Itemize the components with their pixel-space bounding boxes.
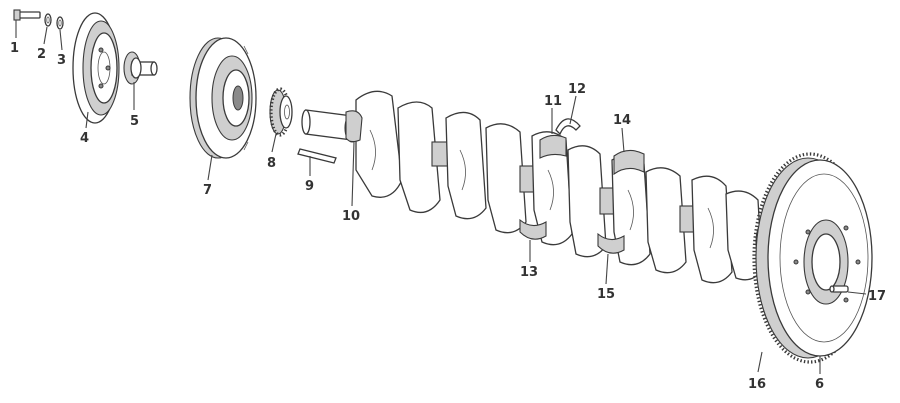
label-12: 12 <box>568 82 586 97</box>
label-6: 6 <box>815 377 824 392</box>
label-9: 9 <box>305 179 314 194</box>
label-1: 1 <box>10 41 19 56</box>
label-16: 16 <box>748 377 766 392</box>
lock-washer <box>56 16 64 30</box>
flywheel <box>752 152 873 364</box>
label-11: 11 <box>544 94 562 109</box>
label-10: 10 <box>342 209 360 224</box>
timing-gear <box>269 87 293 137</box>
leader-lines <box>15 20 867 374</box>
label-2: 2 <box>37 47 46 62</box>
pulley <box>72 12 120 124</box>
front-bearing-shell <box>345 110 363 143</box>
bolt <box>13 9 41 21</box>
dowel-pin <box>829 285 849 293</box>
label-14: 14 <box>613 113 631 128</box>
label-3: 3 <box>57 53 66 68</box>
callout-labels: 1 2 3 4 5 7 8 9 10 11 12 13 14 15 17 16 … <box>10 41 886 392</box>
upper-bearing-shell <box>539 134 567 159</box>
label-5: 5 <box>130 114 139 129</box>
pulley-hub <box>123 51 158 85</box>
thrust-washer <box>555 118 581 136</box>
label-7: 7 <box>203 183 212 198</box>
lower-main-bearing <box>597 232 625 254</box>
crankshaft <box>301 90 781 284</box>
lower-bearing-shell <box>519 218 547 240</box>
label-17: 17 <box>868 289 886 304</box>
washer <box>44 13 52 27</box>
label-13: 13 <box>520 265 538 280</box>
label-4: 4 <box>80 131 89 146</box>
label-8: 8 <box>267 156 276 171</box>
vibration-damper <box>189 37 257 159</box>
woodruff-key <box>297 148 337 164</box>
label-15: 15 <box>597 287 615 302</box>
